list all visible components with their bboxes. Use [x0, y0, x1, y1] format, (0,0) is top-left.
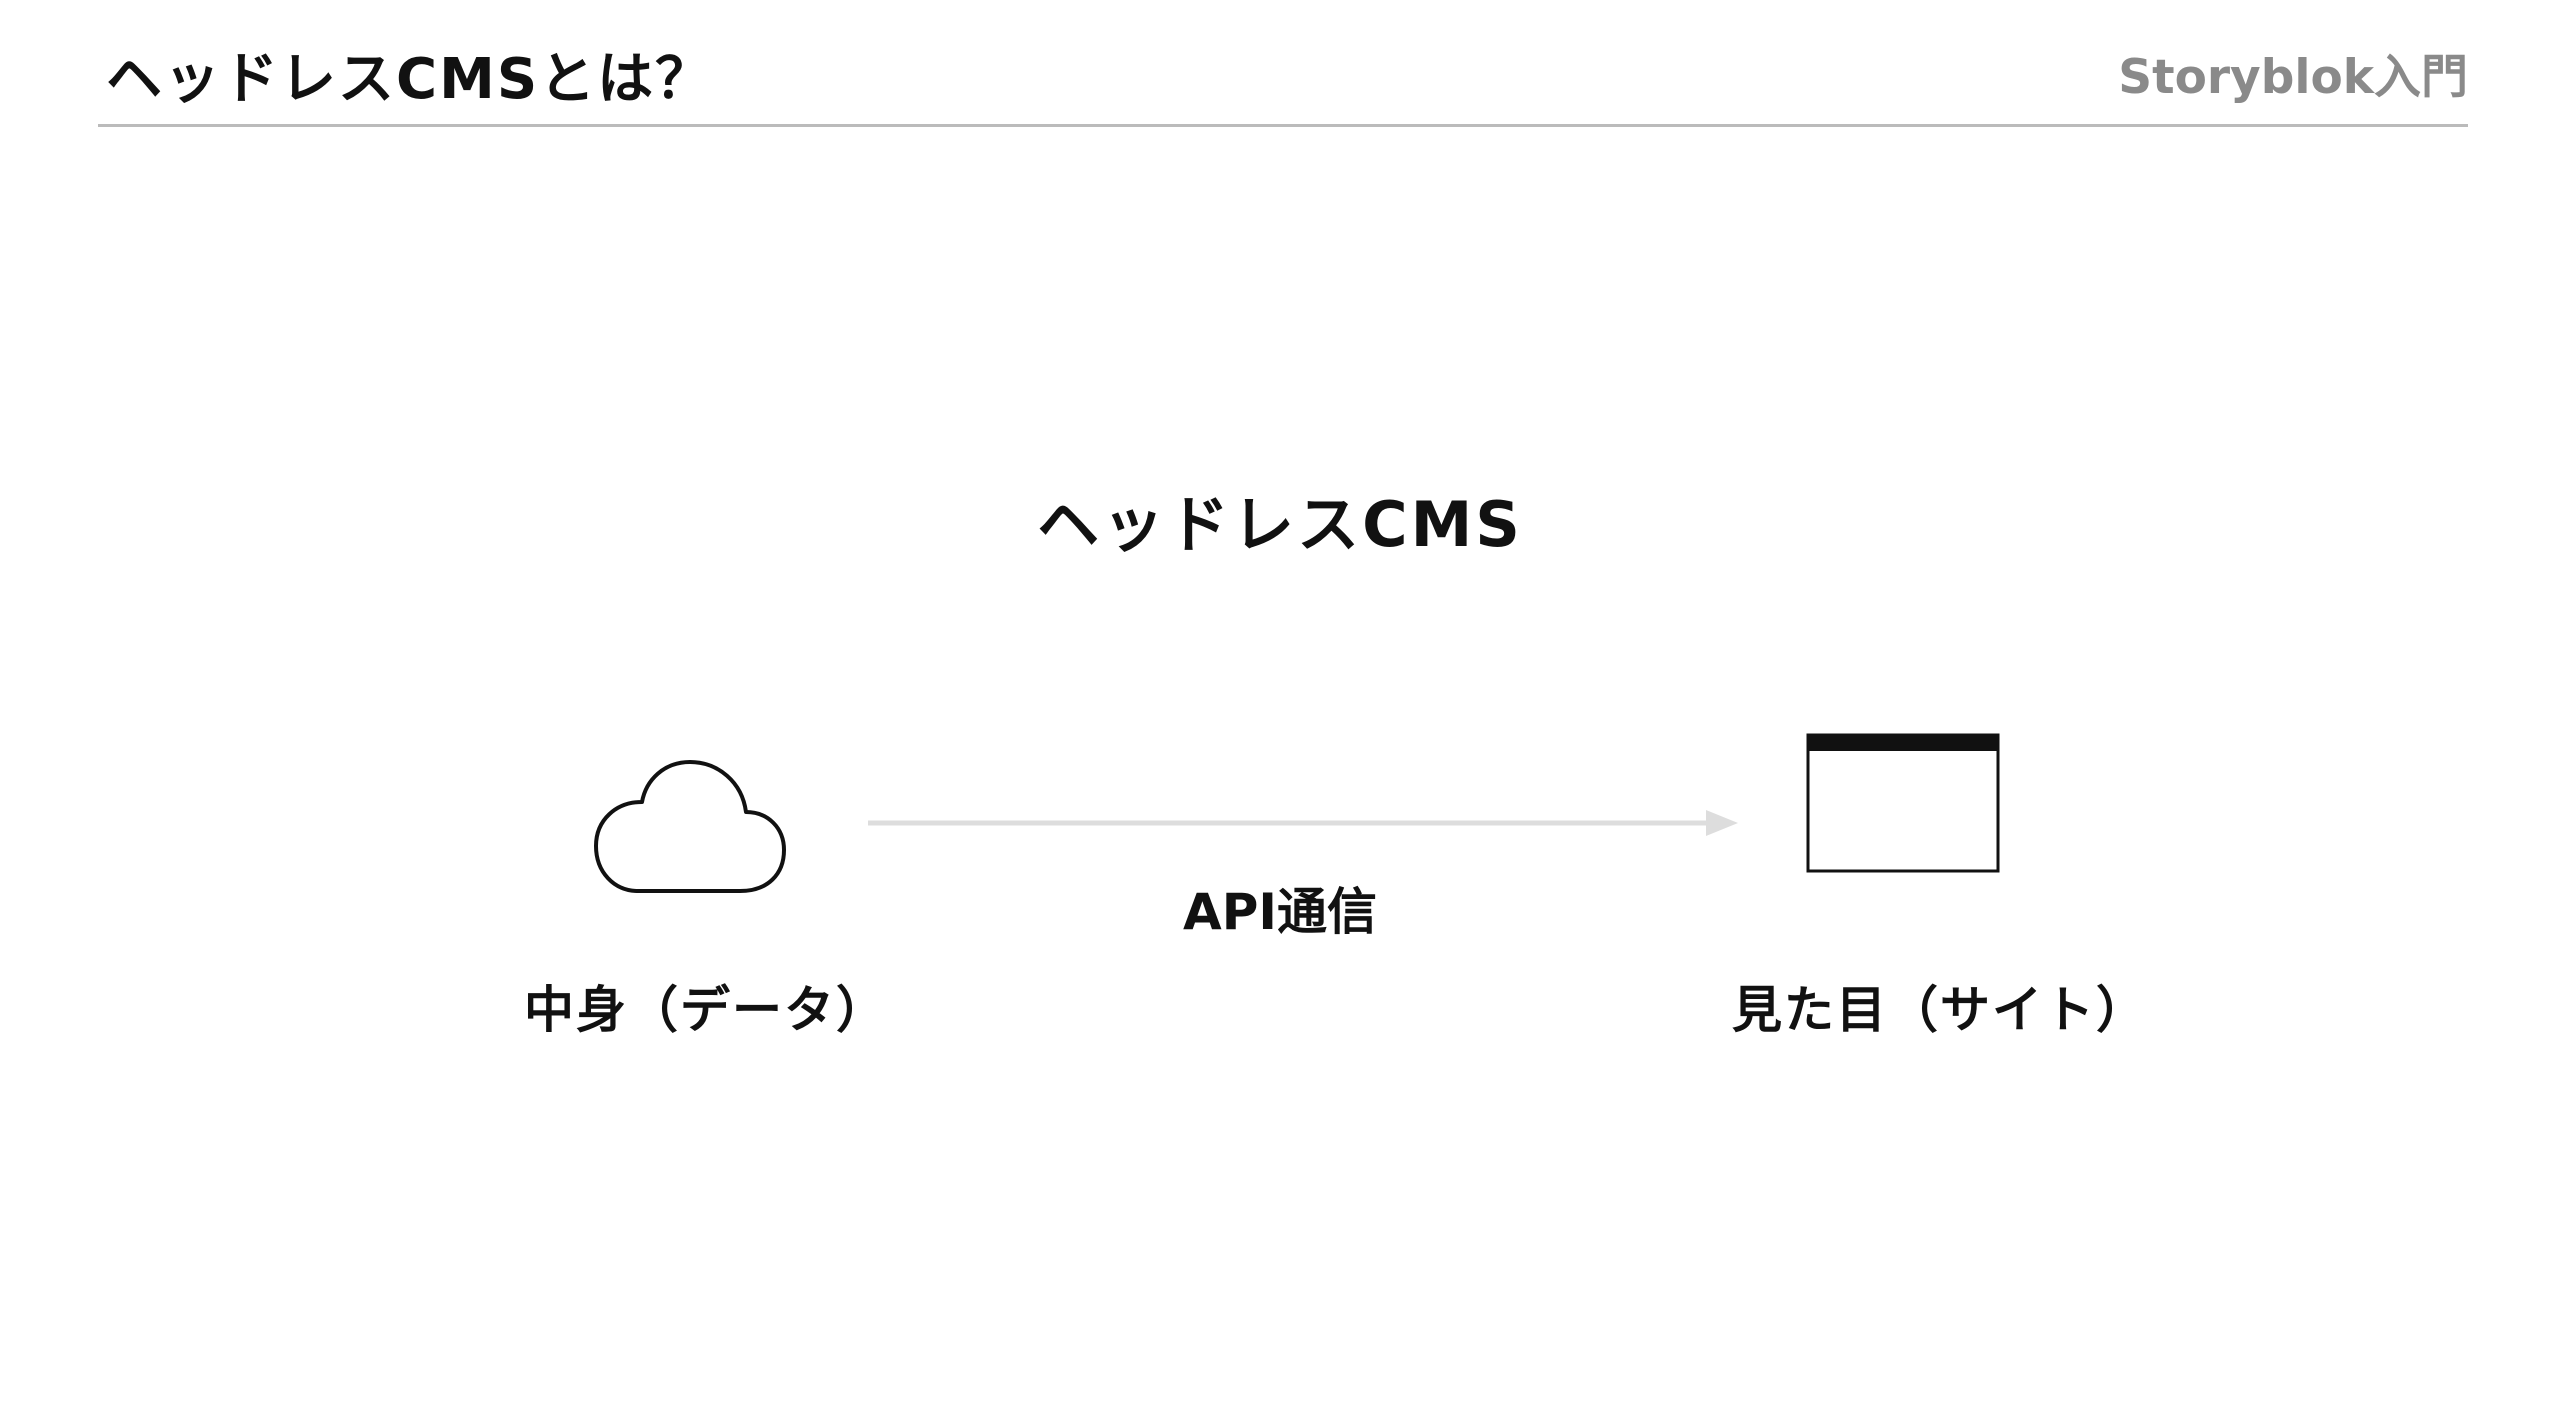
target-node-label: 見た目（サイト）: [1732, 981, 2148, 1039]
cloud-icon: [592, 758, 786, 894]
brand-label: Storyblok入門: [2118, 50, 2468, 105]
edge-label: API通信: [1183, 883, 1377, 941]
slide-header: ヘッドレスCMSとは？ Storyblok入門: [98, 30, 2468, 127]
source-node-label: 中身（データ）: [524, 981, 888, 1039]
diagram-heading: ヘッドレスCMS: [1037, 488, 1523, 561]
browser-window-icon: [1806, 733, 2000, 873]
arrow-right-icon: [868, 806, 1738, 840]
slide-title: ヘッドレスCMSとは？: [106, 47, 714, 112]
header-divider: [98, 124, 2468, 127]
